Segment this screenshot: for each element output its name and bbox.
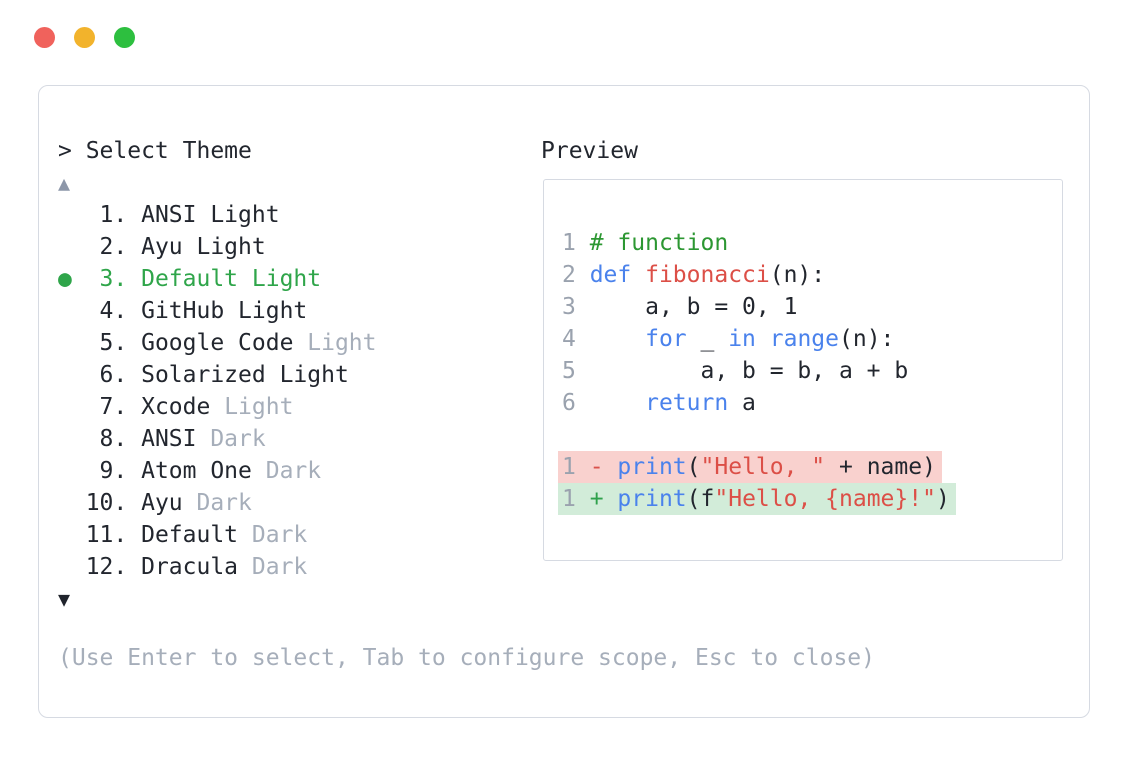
code-line: 3 a, b = 0, 1: [562, 294, 798, 320]
theme-item-name: Ayu: [141, 490, 183, 516]
theme-item-name: Dracula: [141, 554, 239, 580]
selected-bullet-icon: [58, 394, 86, 420]
theme-list-item[interactable]: 10. Ayu Dark: [58, 487, 377, 519]
preview-pane: 1 # function 2 def fibonacci(n): 3 a, b = …: [543, 179, 1063, 561]
selected-bullet-icon: [58, 426, 86, 452]
help-text: (Use Enter to select, Tab to configure s…: [58, 645, 875, 671]
theme-list: 1. ANSI Light 2. Ayu Light● 3. Default L…: [58, 199, 377, 583]
selected-bullet-icon: [58, 554, 86, 580]
theme-item-variant: Dark: [238, 554, 308, 580]
scroll-up-icon[interactable]: ▲: [58, 171, 71, 195]
maximize-icon[interactable]: [114, 27, 135, 48]
theme-item-name: ANSI: [141, 426, 197, 452]
theme-item-variant: Dark: [238, 522, 308, 548]
selected-bullet-icon: [58, 490, 86, 516]
theme-item-number: 12.: [85, 554, 142, 580]
theme-item-number: 6.: [85, 362, 142, 388]
theme-item-name: Default: [141, 522, 239, 548]
theme-selector: > Select Theme ▲ 1. ANSI Light 2. Ayu Li…: [58, 135, 377, 615]
theme-list-item[interactable]: ● 3. Default Light: [58, 263, 377, 295]
line-number: 4: [562, 326, 590, 352]
selected-bullet-icon: [58, 362, 86, 388]
theme-item-name: GitHub Light: [141, 298, 308, 324]
theme-item-variant: Light: [293, 330, 377, 356]
theme-list-item[interactable]: 9. Atom One Dark: [58, 455, 377, 487]
theme-item-variant: Dark: [251, 458, 322, 484]
theme-item-number: 7.: [85, 394, 142, 420]
code-line: 2 def fibonacci(n):: [562, 262, 826, 288]
theme-item-number: 5.: [85, 330, 142, 356]
code-line: 6 return a: [562, 390, 756, 416]
theme-item-number: 4.: [85, 298, 142, 324]
theme-list-item[interactable]: 2. Ayu Light: [58, 231, 377, 263]
code-line: 1 # function: [562, 230, 729, 256]
theme-item-number: 3.: [85, 266, 142, 292]
theme-item-number: 10.: [85, 490, 142, 516]
line-number: 3: [562, 294, 590, 320]
line-number: 1: [562, 454, 590, 480]
line-number: 1: [562, 486, 590, 512]
selected-bullet-icon: [58, 458, 86, 484]
selected-bullet-icon: [58, 234, 86, 260]
theme-item-name: Google Code: [141, 330, 294, 356]
theme-list-item[interactable]: 4. GitHub Light: [58, 295, 377, 327]
theme-item-variant: Light: [210, 394, 294, 420]
theme-item-number: 11.: [85, 522, 142, 548]
theme-item-number: 1.: [85, 202, 142, 228]
theme-item-variant: Dark: [182, 490, 252, 516]
theme-list-item[interactable]: 1. ANSI Light: [58, 199, 377, 231]
minimize-icon[interactable]: [74, 27, 95, 48]
theme-item-number: 2.: [85, 234, 142, 260]
line-number: 6: [562, 390, 590, 416]
theme-item-variant: Dark: [196, 426, 266, 452]
window-controls: [34, 27, 135, 48]
code-line: 1 + print(f"Hello, {name}!"): [558, 483, 1062, 515]
selected-bullet-icon: [58, 202, 86, 228]
line-number: 5: [562, 358, 590, 384]
selected-bullet-icon: [58, 298, 86, 324]
theme-selector-panel: > Select Theme ▲ 1. ANSI Light 2. Ayu Li…: [38, 85, 1090, 718]
scroll-down-icon[interactable]: ▼: [58, 587, 71, 611]
code-line: 5 a, b = b, a + b: [562, 358, 909, 384]
theme-list-item[interactable]: 6. Solarized Light: [58, 359, 377, 391]
theme-item-name: Xcode: [141, 394, 211, 420]
preview-title: Preview: [541, 138, 638, 164]
selected-bullet-icon: [58, 522, 86, 548]
code-line: [562, 419, 1062, 451]
code-line: 1 - print("Hello, " + name): [558, 451, 1062, 483]
theme-list-item[interactable]: 12. Dracula Dark: [58, 551, 377, 583]
line-number: 2: [562, 262, 590, 288]
theme-item-name: Ayu Light: [141, 234, 266, 260]
code-preview: 1 # function 2 def fibonacci(n): 3 a, b = …: [544, 180, 1062, 515]
close-icon[interactable]: [34, 27, 55, 48]
select-theme-prompt: > Select Theme: [58, 138, 252, 164]
theme-item-name: Solarized Light: [141, 362, 349, 388]
selected-bullet-icon: [58, 330, 86, 356]
theme-item-name: Default Light: [141, 266, 322, 292]
selected-bullet-icon: ●: [58, 266, 86, 292]
theme-item-name: Atom One: [141, 458, 252, 484]
theme-list-item[interactable]: 11. Default Dark: [58, 519, 377, 551]
theme-item-number: 8.: [85, 426, 142, 452]
theme-item-name: ANSI Light: [141, 202, 280, 228]
theme-list-item[interactable]: 5. Google Code Light: [58, 327, 377, 359]
theme-list-item[interactable]: 7. Xcode Light: [58, 391, 377, 423]
theme-item-number: 9.: [85, 458, 142, 484]
code-line: 4 for _ in range(n):: [562, 326, 895, 352]
theme-list-item[interactable]: 8. ANSI Dark: [58, 423, 377, 455]
line-number: 1: [562, 230, 590, 256]
